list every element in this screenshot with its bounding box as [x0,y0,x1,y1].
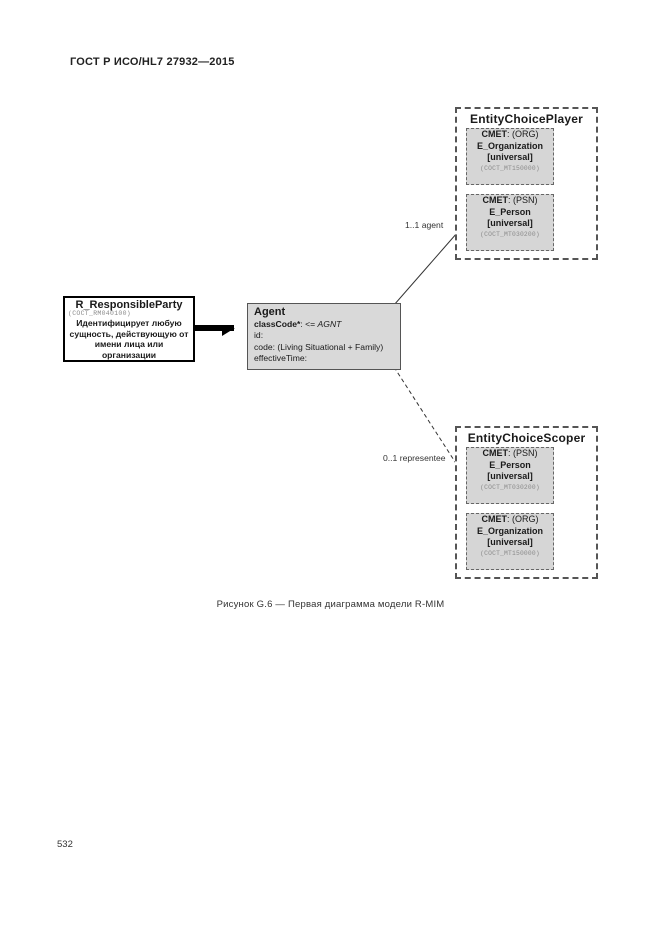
responsible-party-description: Идентифицирует любую сущность, действующ… [69,318,189,360]
edge-label-representee: 0..1 representee [383,453,446,463]
cmet-organization-box: CMET: (ORG) E_Organization [universal] (… [466,128,554,185]
cmet-code: (COCT_MT150000) [480,549,540,557]
responsible-party-title: R_ResponsibleParty [75,299,183,311]
cmet-header: CMET: (PSN) [467,448,553,460]
entity-choice-scoper-title: EntityChoiceScoper [467,431,586,445]
cmet-name: E_Person [489,206,531,217]
edge-label-agent: 1..1 agent [405,220,444,230]
figure-caption: Рисунок G.6 — Первая диаграмма модели R-… [216,599,445,610]
cmet-code: (COCT_MT150000) [480,164,540,172]
agent-attr-classcode: classCode*: <= AGNT [254,319,400,330]
cmet-universal: [universal] [487,218,533,229]
cmet-label: CMET [482,448,508,458]
cmet-header: CMET: (PSN) [467,195,553,207]
agent-attr-code: code: (Living Situational + Family) [254,341,384,352]
entity-choice-player-box: EntityChoicePlayer CMET: (ORG) E_Organiz… [455,107,598,260]
agent-class-box: Agent classCode*: <= AGNT id: code: (Liv… [247,303,401,370]
cmet-label: CMET [482,195,508,205]
entity-choice-player-title: EntityChoicePlayer [470,112,583,126]
cmet-label: CMET [481,129,508,139]
agent-classcode-name: classCode* [254,319,301,329]
responsible-party-code: (COCT_RM040100) [68,310,132,317]
entity-choice-scoper-box: EntityChoiceScoper CMET: (PSN) E_Person … [455,426,598,579]
cmet-name: E_Organization [476,140,543,151]
cmet-organization-box: CMET: (ORG) E_Organization [universal] (… [466,513,554,570]
cmet-header: CMET: (ORG) [467,129,553,141]
cmet-universal: [universal] [487,537,533,548]
document-header: ГОСТ Р ИСО/HL7 27932—2015 [70,56,235,68]
agent-title: Agent [254,306,286,318]
agent-classcode-value: AGNT [317,319,342,329]
agent-classcode-rel: : <= [300,319,318,329]
cmet-name: E_Person [489,459,531,470]
cmet-type: : (ORG) [507,129,539,139]
cmet-universal: [universal] [487,471,533,482]
agent-attr-effectivetime: effectiveTime: [254,353,308,364]
cmet-type: : (PSN) [507,448,538,458]
edge-agent-player [393,233,457,306]
cmet-code: (COCT_MT030200) [480,230,540,238]
cmet-name: E_Organization [476,525,543,536]
cmet-label: CMET [481,514,508,524]
cmet-type: : (PSN) [507,195,538,205]
cmet-person-box: CMET: (PSN) E_Person [universal] (COCT_M… [466,194,554,251]
cmet-type: : (ORG) [507,514,539,524]
responsible-party-box: R_ResponsibleParty (COCT_RM040100) Идент… [63,296,195,362]
agent-attr-id: id: [254,330,264,341]
page-number: 532 [57,839,73,850]
cmet-code: (COCT_MT030200) [480,483,540,491]
cmet-universal: [universal] [487,152,533,163]
cmet-header: CMET: (ORG) [467,514,553,526]
cmet-person-box: CMET: (PSN) E_Person [universal] (COCT_M… [466,447,554,504]
